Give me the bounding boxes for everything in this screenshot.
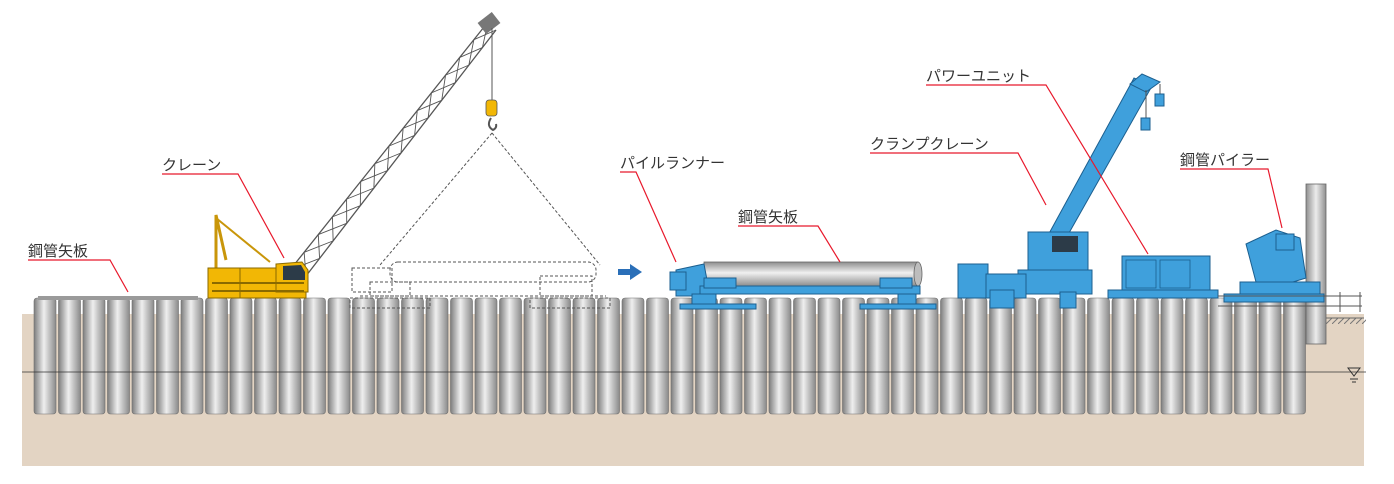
sheet-pile xyxy=(1111,297,1135,415)
sheet-pile xyxy=(1087,297,1110,415)
sheet-pile xyxy=(131,297,155,415)
sheet-pile xyxy=(254,297,277,415)
sheet-pile xyxy=(866,297,890,415)
sheet-pile xyxy=(278,297,302,415)
sheet-pile xyxy=(58,297,81,415)
sheet-pile xyxy=(744,297,767,415)
sheet-pile xyxy=(817,297,841,415)
pile-runner xyxy=(669,261,937,310)
power-unit xyxy=(1107,255,1219,299)
sheet-pile xyxy=(768,297,792,415)
sheet-pile xyxy=(156,297,179,415)
label-pile-runner: パイルランナー xyxy=(620,154,725,172)
sheet-pile xyxy=(621,297,645,415)
label-sheet-pile-center: 鋼管矢板 xyxy=(738,208,798,226)
sheet-pile xyxy=(205,297,228,415)
sheet-pile xyxy=(107,297,130,415)
sheet-pile xyxy=(33,297,57,415)
sheet-pile xyxy=(425,297,449,415)
crane-hook-block xyxy=(485,99,498,117)
sheet-pile xyxy=(474,297,498,415)
label-sheet-pile-left: 鋼管矢板 xyxy=(28,242,88,260)
sheet-pile xyxy=(327,297,351,415)
sheet-pile xyxy=(793,297,816,415)
label-pipe-piler: 鋼管パイラー xyxy=(1180,151,1270,169)
sheet-pile xyxy=(523,297,547,415)
sheet-pile xyxy=(670,297,694,415)
sheet-pile xyxy=(450,297,473,415)
arrow-right-icon xyxy=(618,264,642,280)
sheet-pile xyxy=(1258,297,1282,415)
sheet-pile xyxy=(964,297,988,415)
steel-pipe-piler xyxy=(1218,183,1362,345)
vertical-steel-pipe xyxy=(1305,183,1327,345)
leader-crane xyxy=(162,173,285,259)
crane-hook xyxy=(487,117,498,132)
sheet-pile xyxy=(376,297,400,415)
sheet-pile xyxy=(229,297,253,415)
leader-pile-runner xyxy=(620,171,677,263)
label-clamp-crane: クランプクレーン xyxy=(870,135,989,153)
crane-boom xyxy=(289,21,497,277)
crawler-crane xyxy=(207,11,501,299)
leader-sheet-pile-left xyxy=(28,259,129,293)
sheet-pile xyxy=(1185,297,1208,415)
sheet-pile xyxy=(646,297,669,415)
leader-sheet-pile-center xyxy=(738,225,841,263)
steel-pipe-sheet-pile-wall xyxy=(33,297,1306,415)
sheet-pile xyxy=(597,297,620,415)
sheet-pile xyxy=(352,297,375,415)
sheet-pile xyxy=(1234,297,1257,415)
sheet-pile xyxy=(1038,297,1061,415)
water-level-icon xyxy=(1347,367,1361,383)
sheet-pile xyxy=(719,297,743,415)
sheet-pile xyxy=(303,297,326,415)
sheet-pile xyxy=(572,297,596,415)
ground-right-bank xyxy=(1326,318,1366,324)
lifted-pile-runner-outline xyxy=(349,132,611,309)
sheet-pile xyxy=(695,297,718,415)
leader-power-unit xyxy=(926,84,1149,255)
sheet-pile xyxy=(1283,297,1306,415)
sheet-pile xyxy=(891,297,914,415)
leader-lines xyxy=(28,84,1283,293)
label-power-unit: パワーユニット xyxy=(926,67,1031,85)
leader-clamp-crane xyxy=(870,152,1047,206)
leader-pipe-piler xyxy=(1180,168,1283,229)
sheet-pile xyxy=(82,297,106,415)
sheet-pile xyxy=(499,297,522,415)
sheet-pile xyxy=(1013,297,1037,415)
sheet-pile xyxy=(1160,297,1184,415)
sheet-pile xyxy=(1136,297,1159,415)
sheet-pile xyxy=(548,297,571,415)
sheet-pile xyxy=(180,297,204,415)
sheet-pile xyxy=(1062,297,1086,415)
sheet-pile xyxy=(842,297,865,415)
sheet-pile-cap xyxy=(38,296,198,300)
sheet-pile xyxy=(401,297,424,415)
sheet-pile xyxy=(1209,297,1233,415)
sheet-pile xyxy=(989,297,1012,415)
label-crane: クレーン xyxy=(162,156,221,174)
sheet-pile xyxy=(940,297,963,415)
sheet-pile xyxy=(915,297,939,415)
